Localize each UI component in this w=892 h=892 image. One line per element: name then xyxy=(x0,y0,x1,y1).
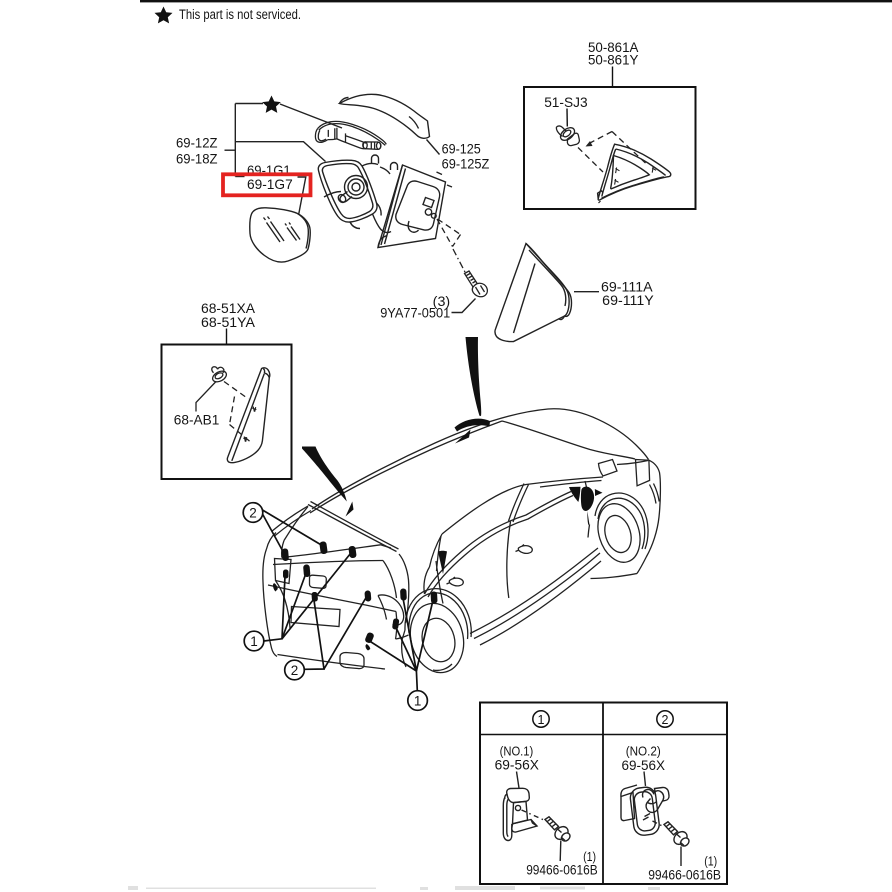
svg-text:2: 2 xyxy=(249,505,257,520)
svg-text:This part is not serviced.: This part is not serviced. xyxy=(179,7,301,22)
svg-text:69-12Z: 69-12Z xyxy=(176,135,218,151)
svg-text:(1): (1) xyxy=(704,853,717,868)
svg-text:9YA77-0501: 9YA77-0501 xyxy=(380,305,450,321)
svg-text:68-AB1: 68-AB1 xyxy=(174,412,220,428)
svg-text:68-51YA: 68-51YA xyxy=(201,314,256,330)
svg-text:69-56X: 69-56X xyxy=(622,757,666,773)
svg-text:68-51XA: 68-51XA xyxy=(201,300,256,316)
svg-text:99466-0616B: 99466-0616B xyxy=(648,866,721,882)
svg-text:50-861A: 50-861A xyxy=(588,39,639,55)
svg-text:51-SJ3: 51-SJ3 xyxy=(544,94,588,110)
svg-text:50-861Y: 50-861Y xyxy=(588,52,639,68)
svg-text:69-1G7: 69-1G7 xyxy=(247,176,293,192)
svg-text:69-125Z: 69-125Z xyxy=(442,156,490,172)
svg-text:(NO.2): (NO.2) xyxy=(626,744,661,759)
svg-text:(NO.1): (NO.1) xyxy=(500,744,534,759)
svg-text:(3): (3) xyxy=(433,293,451,309)
svg-text:69-111A: 69-111A xyxy=(601,279,653,295)
svg-text:1: 1 xyxy=(250,634,258,649)
svg-text:1: 1 xyxy=(414,693,422,708)
svg-text:69-111Y: 69-111Y xyxy=(602,292,654,308)
svg-text:1: 1 xyxy=(538,713,545,727)
svg-text:2: 2 xyxy=(662,713,669,727)
svg-text:(1): (1) xyxy=(583,849,596,864)
svg-text:99466-0616B: 99466-0616B xyxy=(526,861,598,877)
svg-text:69-56X: 69-56X xyxy=(495,757,540,773)
svg-text:69-18Z: 69-18Z xyxy=(176,151,218,167)
svg-text:69-125: 69-125 xyxy=(442,141,481,157)
svg-text:2: 2 xyxy=(291,663,299,678)
